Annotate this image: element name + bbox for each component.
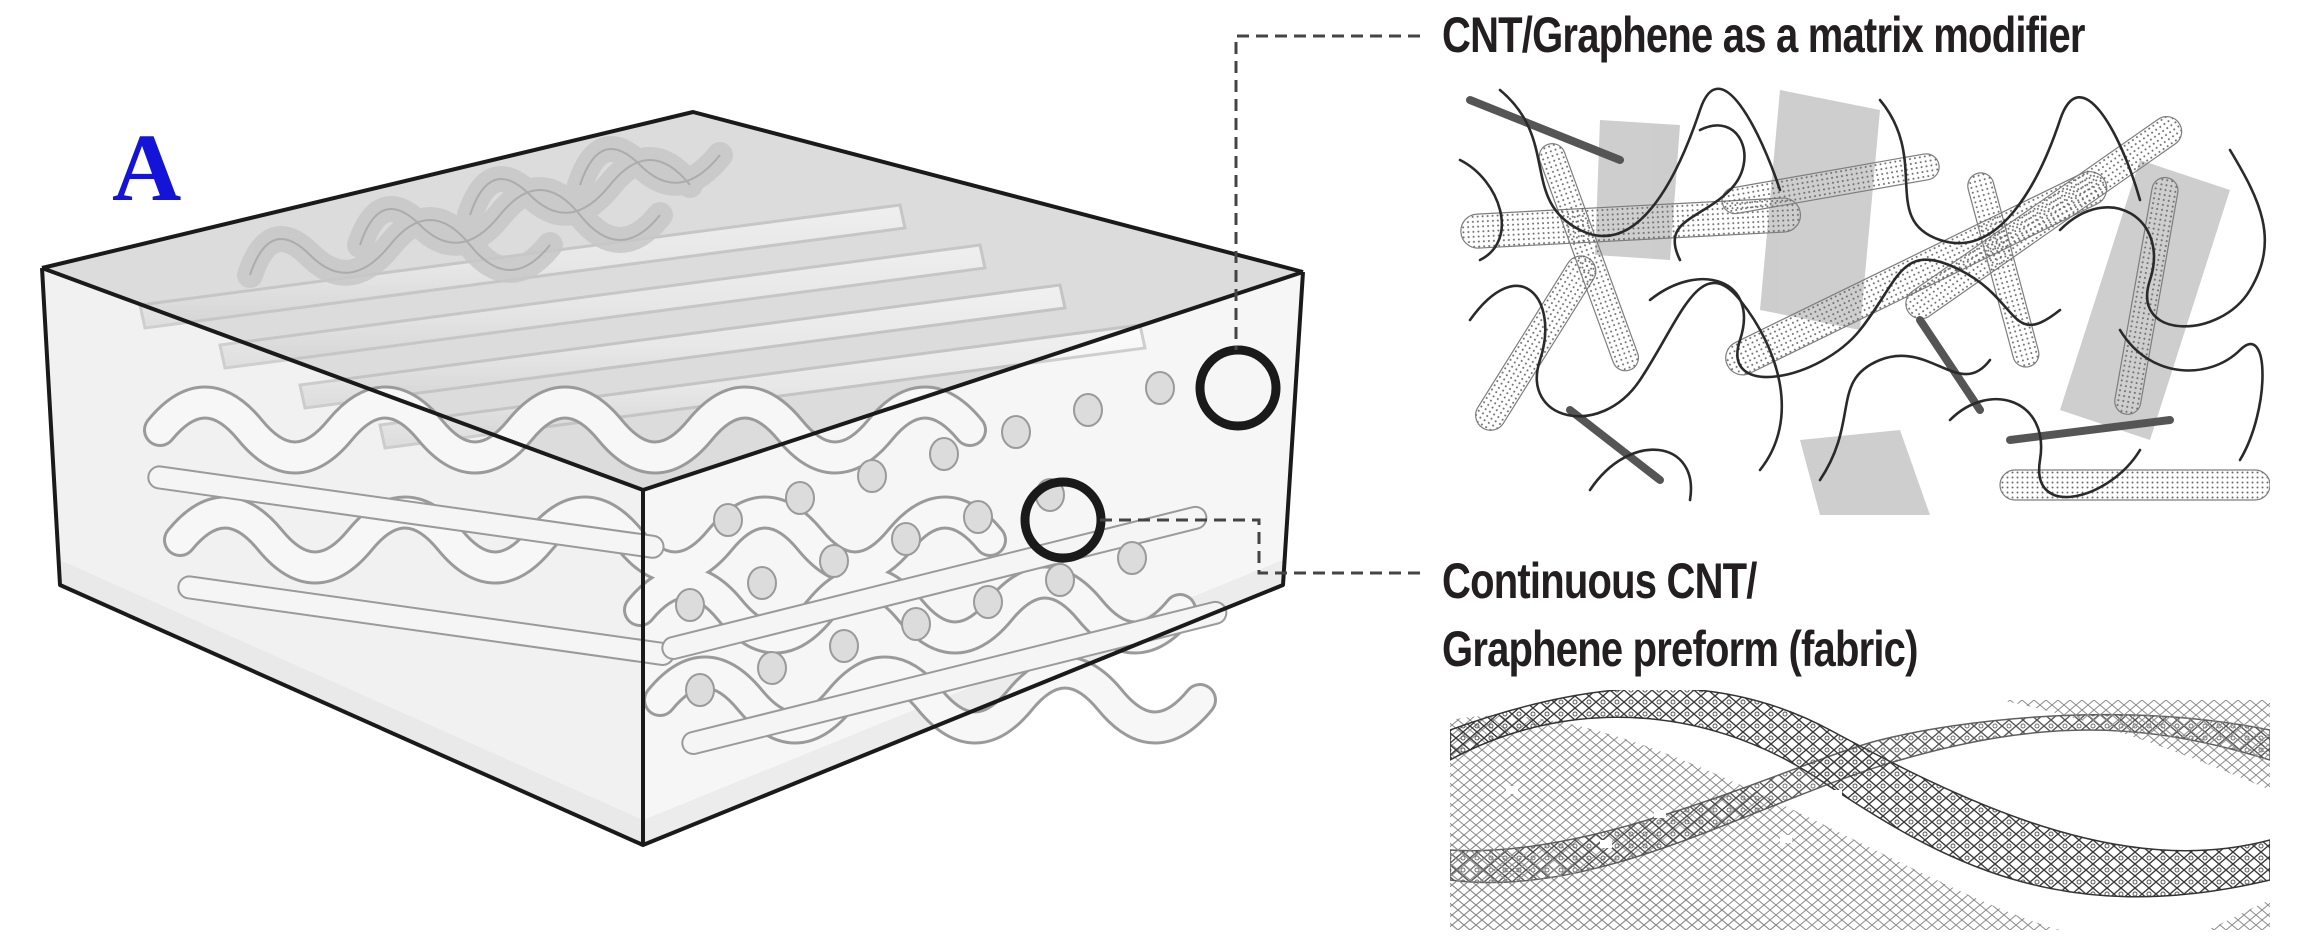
label-preform-line2: Graphene preform (fabric): [1442, 621, 1918, 677]
matrix-modifier-inset: [1450, 80, 2270, 515]
fabric-preform-inset: [1450, 690, 2270, 930]
block-right-face: [643, 272, 1303, 845]
block-edges: [40, 110, 1305, 847]
label-preform-line1: Continuous CNT/: [1442, 553, 1757, 609]
magnify-circle-top: [1195, 345, 1281, 431]
dashed-leader-line: [1100, 34, 1420, 575]
label-matrix-modifier: CNT/Graphene as a matrix modifier: [1442, 7, 2085, 63]
panel-letter: A: [112, 114, 182, 221]
composite-block: [40, 110, 1305, 847]
straight-warp-rods: [147, 371, 1228, 756]
front-wavy-yarns: [143, 385, 1217, 745]
